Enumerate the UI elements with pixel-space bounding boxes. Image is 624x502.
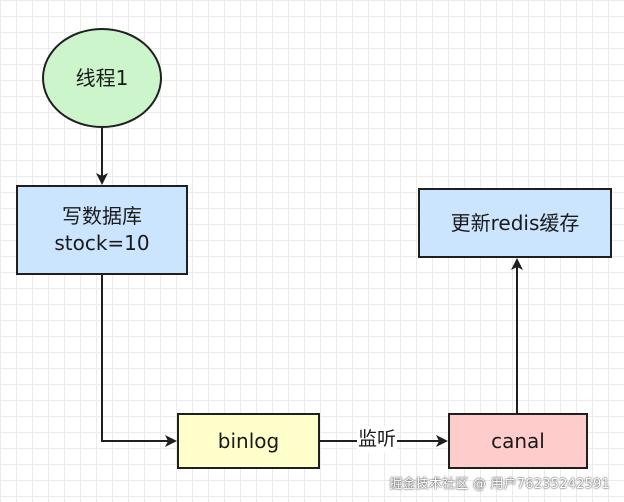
redis-update-label: 更新redis缓存 [450,210,580,235]
binlog-node: binlog [177,413,320,469]
db-write-label: 写数据库 [62,204,142,228]
canal-node: canal [448,413,588,469]
thread-node: 线程1 [42,28,162,128]
edge-label-listen: 监听 [357,426,398,452]
redis-update-node: 更新redis缓存 [418,188,612,258]
edge-db-to-binlog [101,275,177,447]
watermark: 掘金技术社区 @ 用户76235242591 [389,477,610,492]
db-write-node: 写数据库 stock=10 [16,185,188,275]
db-write-value: stock=10 [54,231,150,255]
thread-label: 线程1 [75,65,129,90]
binlog-label: binlog [217,428,280,453]
canal-label: canal [491,428,545,453]
